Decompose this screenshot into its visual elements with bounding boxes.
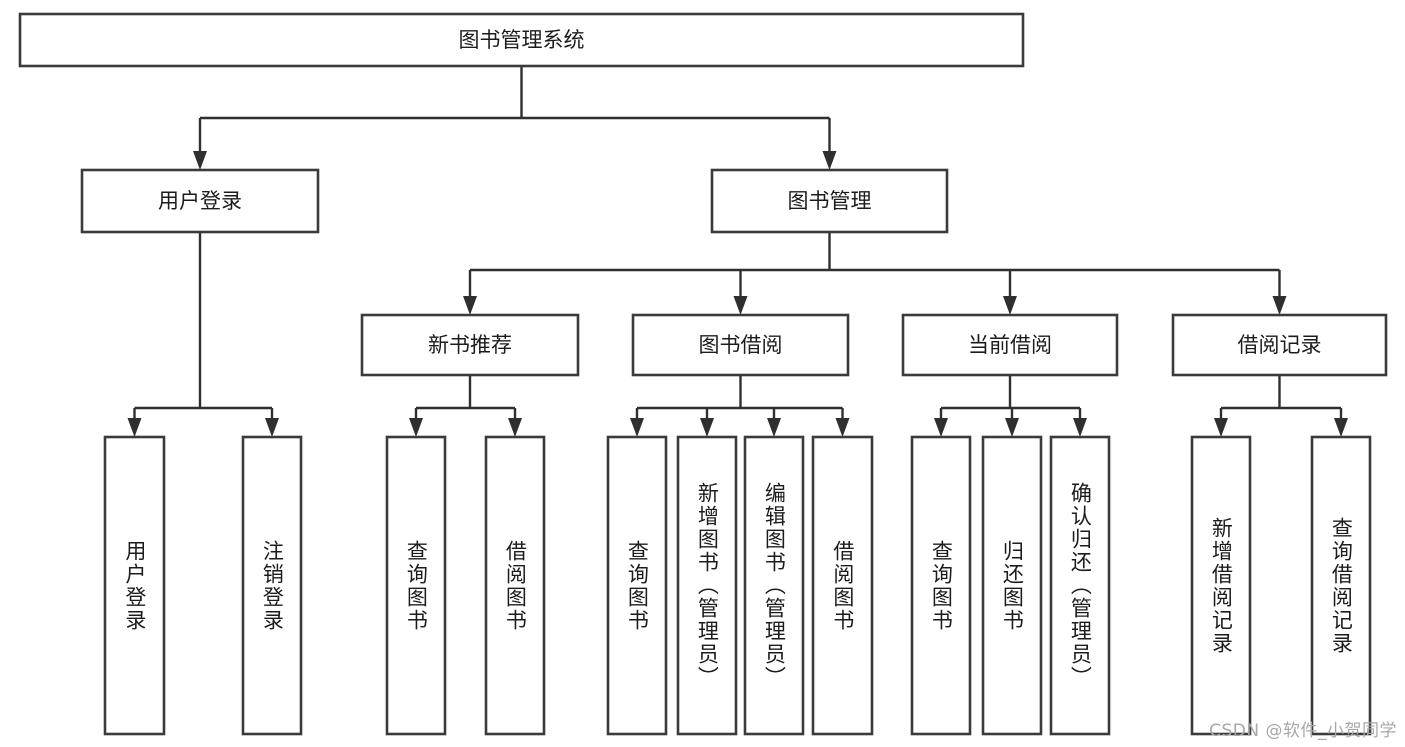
- leaf-current-borrow-arrow-leaf-return-book: [1005, 418, 1019, 437]
- node-box-leaf-query-record[interactable]: [1310, 435, 1372, 736]
- bm-arrow-borrow-record: [1272, 296, 1287, 315]
- node-label-current-borrow: 当前借阅: [968, 333, 1052, 357]
- node-box-borrow-record[interactable]: [1171, 313, 1388, 377]
- node-box-leaf-borrow-book[interactable]: [811, 435, 874, 736]
- leaf-book-borrow-arrow-leaf-add-book: [700, 418, 714, 437]
- leaf-book-borrow-arrow-leaf-borrow-book: [835, 418, 850, 437]
- node-box-leaf-logout[interactable]: [241, 435, 303, 736]
- leaf-current-borrow-arrow-leaf-confirm-return: [1073, 418, 1087, 437]
- leaf-book-borrow-arrow-leaf-edit-book: [767, 418, 781, 437]
- node-box-leaf-query-book-borrow[interactable]: [606, 435, 668, 736]
- connectors-layer: [127, 66, 1348, 437]
- node-box-leaf-borrow-book-rec[interactable]: [484, 435, 546, 736]
- node-label-book-borrow: 图书借阅: [699, 333, 783, 357]
- node-label-user-login: 用户登录: [158, 189, 242, 213]
- node-label-borrow-record: 借阅记录: [1238, 333, 1322, 357]
- boxes-layer: [18, 12, 1388, 736]
- node-box-leaf-add-record[interactable]: [1190, 435, 1252, 736]
- bm-arrow-new-book-recommend: [463, 296, 477, 315]
- node-box-leaf-query-book-rec[interactable]: [385, 435, 447, 736]
- bm-arrow-current-borrow: [1003, 296, 1017, 315]
- node-box-book-borrow[interactable]: [631, 313, 850, 377]
- node-box-current-borrow[interactable]: [901, 313, 1119, 377]
- leaf-user-login-arrow-leaf-user-login: [127, 418, 142, 437]
- root-arrow-book-management: [822, 151, 837, 170]
- leaf-current-borrow-arrow-leaf-query-book-current: [934, 418, 948, 437]
- watermark-text: CSDN @软件_小贺同学: [1209, 721, 1397, 741]
- node-box-root[interactable]: [18, 12, 1025, 68]
- leaf-book-borrow-arrow-leaf-query-book-borrow: [630, 418, 644, 437]
- node-box-leaf-return-book[interactable]: [981, 435, 1043, 736]
- leaf-user-login-arrow-leaf-logout: [265, 418, 279, 437]
- node-box-book-management[interactable]: [710, 168, 949, 234]
- node-box-leaf-edit-book[interactable]: [743, 435, 805, 736]
- leaf-borrow-record-arrow-leaf-add-record: [1214, 418, 1228, 437]
- leaf-borrow-record-arrow-leaf-query-record: [1334, 418, 1348, 437]
- node-box-leaf-query-book-current[interactable]: [910, 435, 972, 736]
- bm-arrow-book-borrow: [733, 296, 748, 315]
- node-label-root: 图书管理系统: [459, 28, 585, 52]
- node-box-leaf-confirm-return[interactable]: [1049, 435, 1111, 736]
- node-box-user-login[interactable]: [80, 168, 320, 234]
- node-label-new-book-recommend: 新书推荐: [428, 333, 512, 357]
- node-box-leaf-add-book[interactable]: [676, 435, 738, 736]
- leaf-new-book-recommend-arrow-leaf-query-book-rec: [409, 418, 423, 437]
- node-box-leaf-user-login[interactable]: [103, 435, 166, 736]
- node-box-new-book-recommend[interactable]: [360, 313, 580, 377]
- leaf-new-book-recommend-arrow-leaf-borrow-book-rec: [508, 418, 522, 437]
- root-arrow-user-login: [193, 151, 207, 170]
- node-label-book-management: 图书管理: [788, 189, 872, 213]
